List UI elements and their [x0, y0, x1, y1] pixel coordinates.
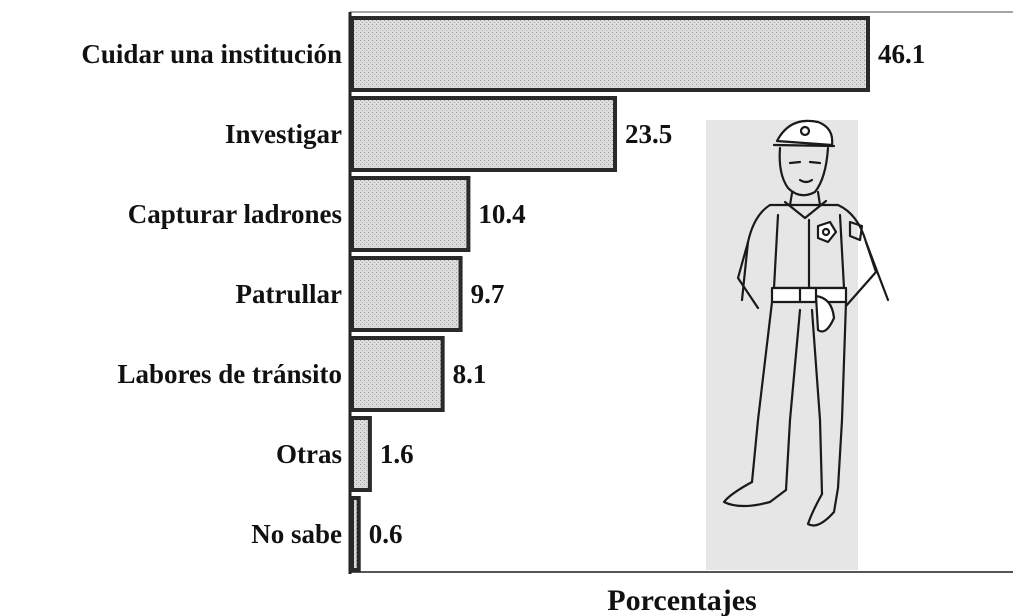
value-label: 46.1	[878, 39, 925, 69]
bar	[350, 96, 618, 172]
value-label: 0.6	[369, 519, 403, 549]
category-label: Labores de tránsito	[117, 359, 342, 389]
x-axis-title: Porcentajes	[607, 584, 756, 616]
bar	[350, 16, 870, 92]
bar	[350, 416, 372, 492]
category-label: No sabe	[251, 519, 342, 549]
category-label: Capturar ladrones	[128, 199, 342, 229]
police-officer-icon	[722, 119, 890, 527]
category-label: Patrullar	[236, 279, 342, 309]
value-label: 23.5	[625, 119, 672, 149]
value-label: 10.4	[478, 199, 525, 229]
value-label: 8.1	[453, 359, 487, 389]
bar	[350, 176, 471, 252]
category-label: Cuidar una institución	[81, 39, 342, 69]
category-label: Otras	[276, 439, 342, 469]
bar	[350, 496, 361, 572]
value-label: 1.6	[380, 439, 414, 469]
value-label: 9.7	[471, 279, 505, 309]
bar	[350, 336, 445, 412]
category-label: Investigar	[225, 119, 342, 149]
bar	[350, 256, 463, 332]
